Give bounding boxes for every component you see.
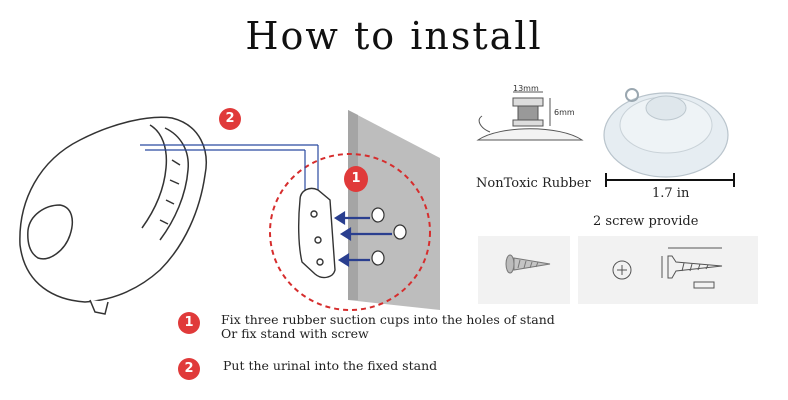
page-title: How to install [245, 14, 543, 58]
mounting-stand [297, 187, 336, 279]
step-1-line-2: Or fix stand with screw [221, 326, 369, 341]
step-2-text: Put the urinal into the fixed stand [223, 358, 438, 373]
screw-photo-box [478, 236, 570, 304]
dim-height-text: 6mm [554, 108, 575, 117]
wall-panel [348, 110, 440, 310]
step-1-badge: 1 [178, 312, 200, 334]
diameter-bar [605, 173, 735, 187]
install-arrows [333, 211, 392, 267]
step-1-line-1: Fix three rubber suction cups into the h… [221, 312, 555, 327]
step-2-badge: 2 [178, 358, 200, 380]
suction-cup-profile [476, 91, 584, 141]
screw-technical-drawing [612, 247, 723, 289]
cup-diameter-label: 1.7 in [652, 186, 690, 201]
callout-2-badge: 2 [219, 108, 241, 130]
suction-cup-photo [603, 88, 729, 178]
detail-dashed-circle [269, 153, 431, 311]
screw-photo [505, 254, 551, 274]
callout-1-badge: 1 [344, 166, 368, 192]
urinal-illustration [19, 116, 207, 315]
suction-cup-label: NonToxic Rubber [476, 176, 591, 191]
dim-width-text: 13mm [513, 84, 539, 93]
screw-label: 2 screw provide [593, 214, 699, 229]
wall-suction-cups [371, 207, 407, 266]
guide-lines [140, 144, 319, 195]
step-1-text: Fix three rubber suction cups into the h… [221, 313, 555, 341]
